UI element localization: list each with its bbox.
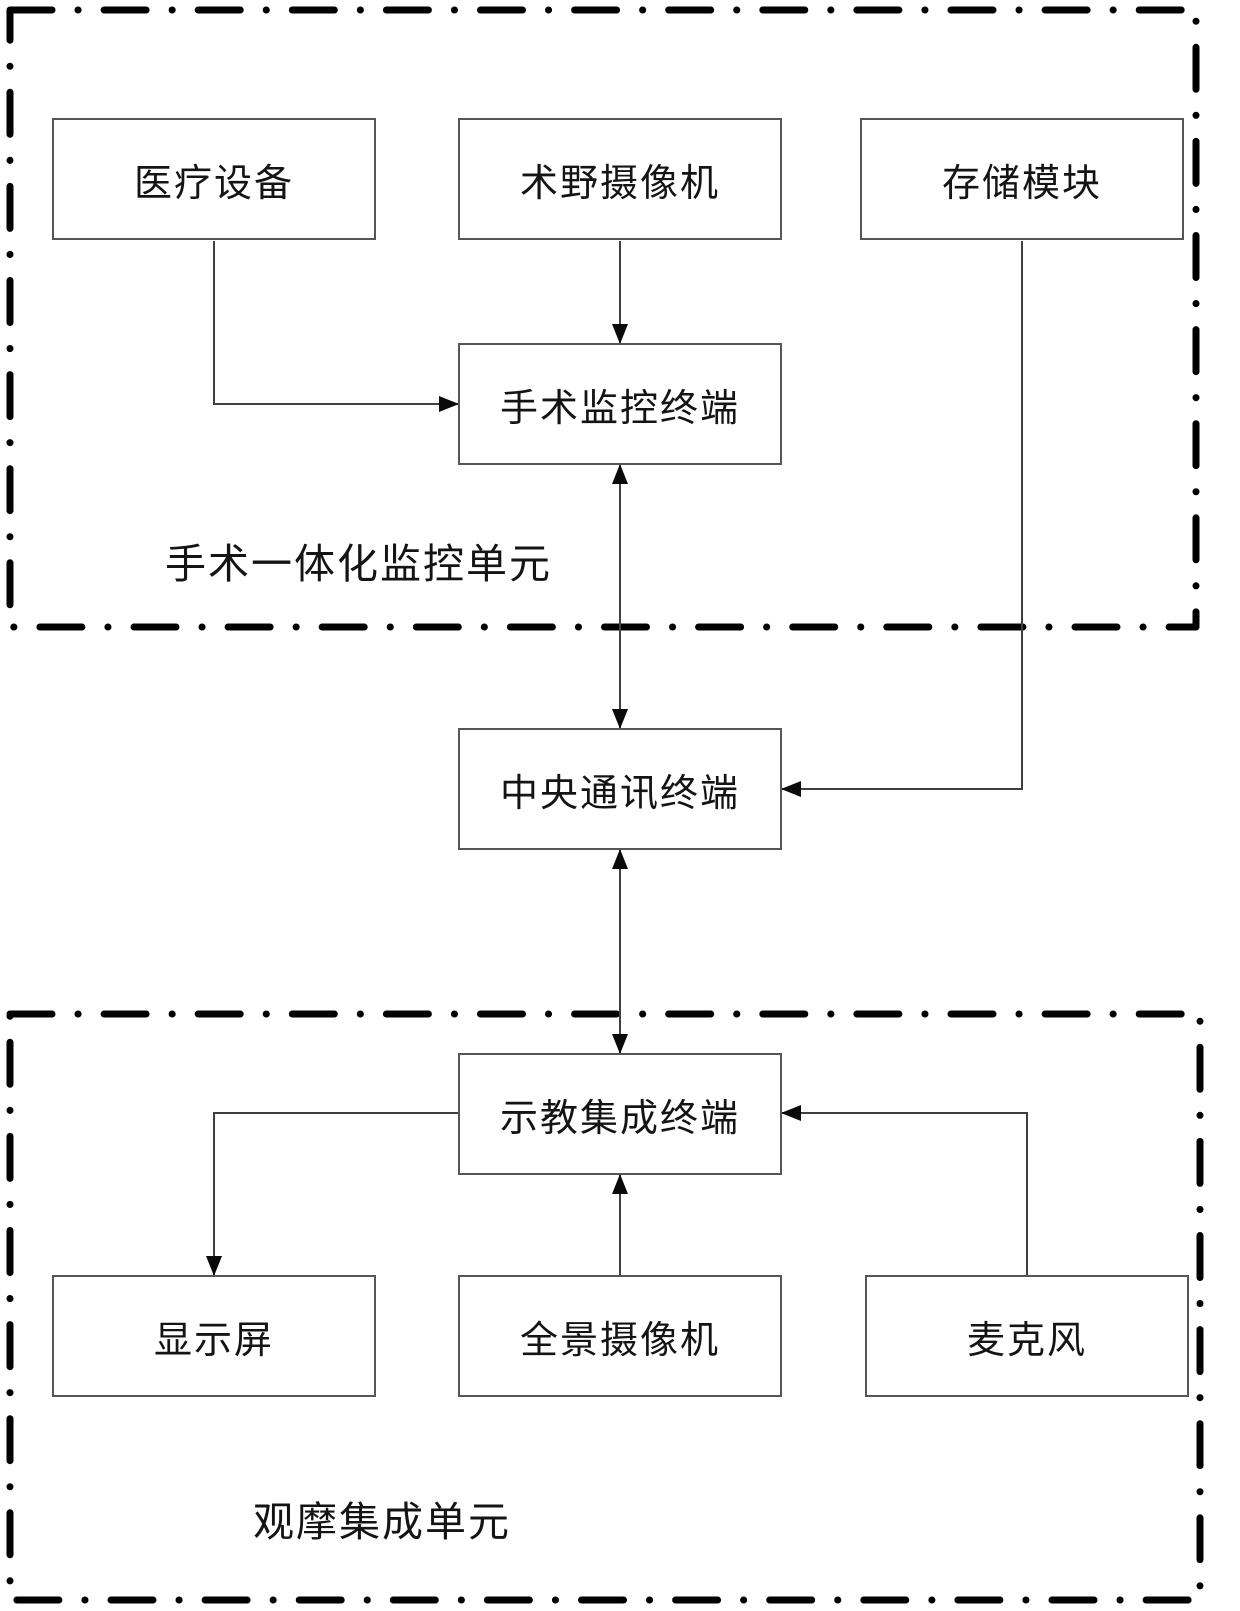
node-medical-device-label: 医疗设备 (133, 162, 294, 205)
node-display-screen-label: 显示屏 (153, 1319, 274, 1362)
connector-medical-device-to-monitor-terminal (213, 241, 459, 412)
connector-microphone-to-teaching-terminal (781, 1105, 1028, 1275)
connector-storage-module-to-central-terminal (781, 241, 1023, 797)
node-microphone-label: 麦克风 (966, 1319, 1087, 1362)
node-panorama-camera: 全景摄像机 (458, 1275, 782, 1397)
connector-teaching-terminal-to-display-screen (206, 1112, 458, 1276)
node-display-screen: 显示屏 (52, 1275, 376, 1397)
node-teaching-terminal-label: 示教集成终端 (499, 1097, 740, 1140)
node-field-camera-label: 术野摄像机 (519, 162, 720, 205)
node-microphone: 麦克风 (865, 1275, 1189, 1397)
node-storage-module: 存储模块 (860, 118, 1184, 240)
surgery-unit-border (6, 6, 1200, 631)
node-medical-device: 医疗设备 (52, 118, 376, 240)
node-panorama-camera-label: 全景摄像机 (519, 1319, 720, 1362)
surgery-unit-label: 手术一体化监控单元 (165, 541, 552, 587)
node-storage-module-label: 存储模块 (941, 162, 1102, 205)
node-teaching-terminal: 示教集成终端 (458, 1053, 782, 1175)
observation-unit-border (6, 1010, 1204, 1604)
observation-unit-label: 观摩集成单元 (253, 1499, 511, 1545)
node-surgery-monitor-terminal-label: 手术监控终端 (499, 387, 740, 430)
node-central-comm-terminal-label: 中央通讯终端 (499, 772, 740, 815)
node-surgery-monitor-terminal: 手术监控终端 (458, 343, 782, 465)
node-central-comm-terminal: 中央通讯终端 (458, 728, 782, 850)
node-field-camera: 术野摄像机 (458, 118, 782, 240)
